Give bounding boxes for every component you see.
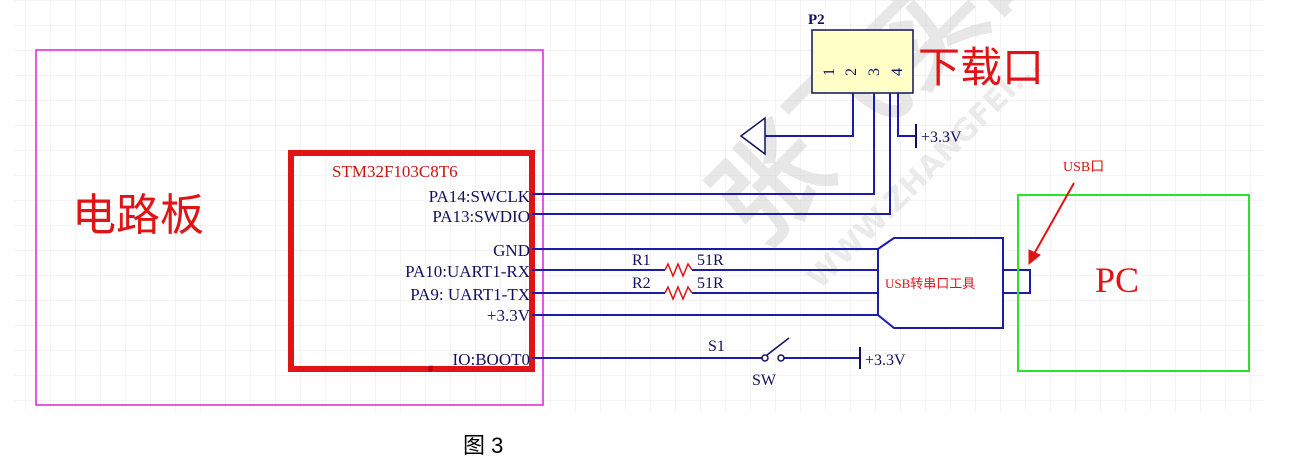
connector-pin-1: 1: [821, 68, 838, 76]
switch-ref: S1: [708, 338, 725, 355]
download-connector: [811, 29, 914, 94]
wire-gnd-connector: [765, 93, 854, 137]
circuit-board-label: 电路板: [72, 191, 204, 240]
pin-label-boot0: IO:BOOT0: [453, 350, 530, 369]
circuit-board-outline: [35, 49, 544, 406]
pin-label-vcc: +3.3V: [487, 306, 531, 325]
pin-marker: #: [428, 364, 433, 375]
usb-serial-tool: [877, 237, 1004, 329]
switch-lever: [766, 337, 790, 356]
figure-caption: 图 3: [463, 433, 503, 458]
pc-box: [1017, 194, 1250, 372]
connector-label: 下载口: [918, 44, 1044, 91]
usb-port-label: USB口: [1063, 160, 1104, 175]
pin-label-gnd: GND: [493, 241, 530, 260]
power-label-switch: +3.3V: [865, 352, 906, 369]
switch-contact-right: [777, 354, 785, 362]
pc-label: PC: [1095, 260, 1139, 300]
power-label-connector: +3.3V: [921, 129, 962, 146]
pin-label-swdio: PA13:SWDIO: [432, 207, 530, 226]
resistor-r1-ref: R1: [632, 252, 651, 269]
pin-label-tx: PA9: UART1-TX: [410, 285, 530, 304]
resistor-r2: R2 51R: [632, 275, 724, 301]
pin-label-swclk: PA14:SWCLK: [429, 187, 531, 206]
resistor-r2-ref: R2: [632, 275, 651, 292]
connector-ref: P2: [808, 12, 825, 28]
resistor-r1-value: 51R: [697, 252, 724, 269]
pin-label-rx: PA10:UART1-RX: [405, 262, 530, 281]
switch-type: SW: [752, 372, 777, 389]
mcu-name: STM32F103C8T6: [332, 162, 458, 181]
resistor-r2-value: 51R: [697, 275, 724, 292]
wiring: [532, 93, 916, 359]
usb-plug: [1002, 269, 1031, 294]
switch-s1: S1 SW: [708, 337, 790, 389]
switch-contact-left: [761, 354, 769, 362]
wire-connector-vcc: [897, 93, 916, 137]
usb-port-arrow: [1028, 182, 1075, 266]
wire-swclk: [532, 93, 875, 195]
usb-tool-label: USB转串口工具: [885, 276, 975, 291]
ground-symbol: [739, 116, 766, 156]
connector-pin-2: 2: [843, 68, 860, 76]
schematic-grid: [14, 0, 1264, 412]
wire-swdio: [532, 93, 891, 215]
connector-pin-4: 4: [889, 68, 906, 76]
mcu-chip: [288, 150, 535, 372]
connector-pin-3: 3: [866, 68, 883, 76]
resistor-r1: R1 51R: [632, 252, 724, 278]
